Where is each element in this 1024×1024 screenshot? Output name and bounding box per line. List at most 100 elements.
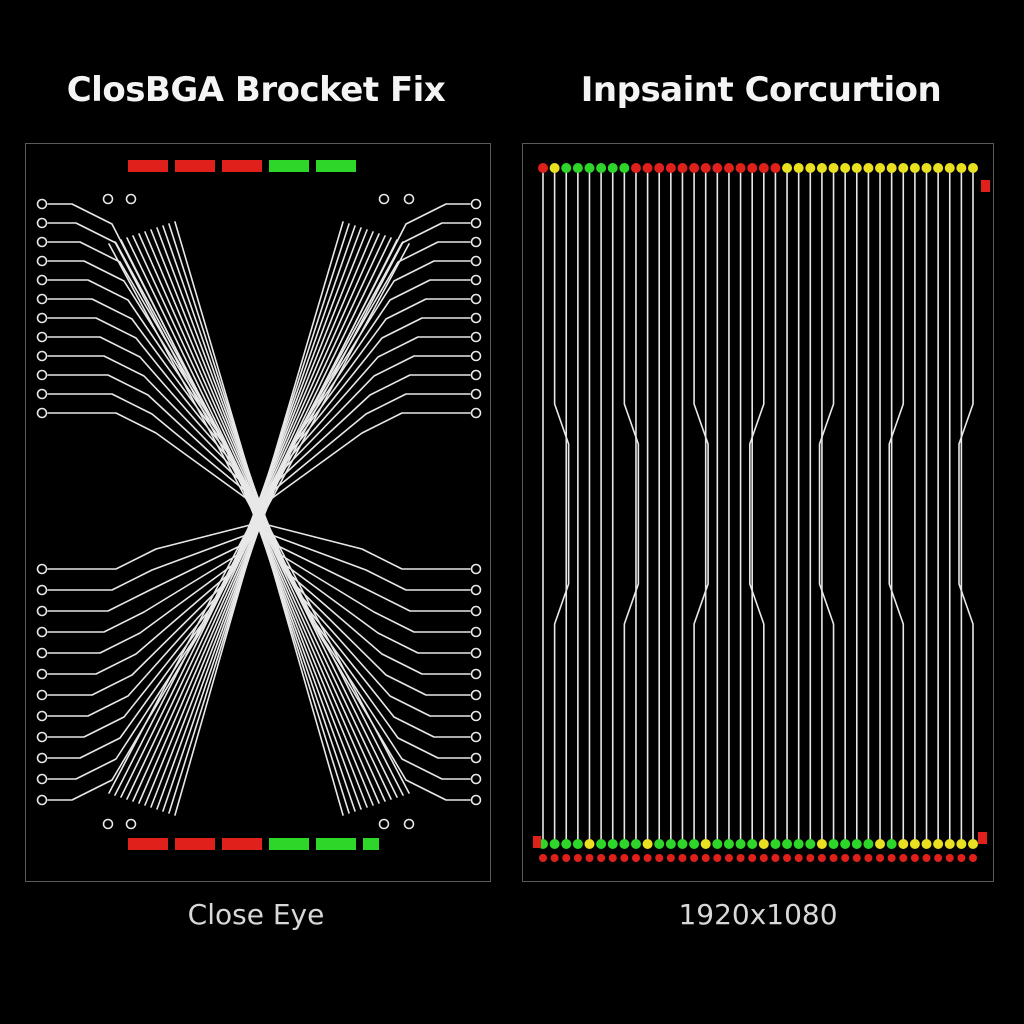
bottom-pad-red	[945, 854, 954, 862]
routing-trace	[126, 237, 471, 738]
top-pad	[851, 163, 862, 173]
bottom-pad	[921, 839, 932, 849]
bottom-pad-red	[771, 854, 780, 862]
status-bar-bottom	[128, 838, 168, 850]
top-pad	[944, 163, 955, 173]
bottom-pad-red	[736, 854, 745, 862]
bottom-pad-red	[817, 854, 826, 862]
routing-trace	[47, 227, 362, 633]
bga-pad	[36, 236, 48, 248]
top-pad	[596, 163, 607, 173]
bottom-pad	[607, 839, 618, 849]
bottom-pad-red	[701, 854, 710, 862]
routing-trace	[114, 241, 471, 780]
bottom-pad	[782, 839, 793, 849]
bottom-pad-red	[573, 854, 582, 862]
vertical-trace	[749, 170, 765, 844]
bga-pad	[470, 293, 482, 305]
top-pad	[909, 163, 920, 173]
bga-pad	[470, 794, 482, 806]
bottom-pad	[630, 839, 641, 849]
bga-pad	[36, 689, 48, 701]
top-pad	[677, 163, 688, 173]
bottom-pad	[689, 839, 700, 849]
bga-pad	[36, 274, 48, 286]
bottom-pad-red	[876, 854, 885, 862]
bottom-pad-red	[643, 854, 652, 862]
top-pad	[723, 163, 734, 173]
bottom-pad	[712, 839, 723, 849]
bottom-pad-red	[597, 854, 606, 862]
bottom-pad	[909, 839, 920, 849]
bottom-pad-red	[724, 854, 733, 862]
top-pad	[584, 163, 595, 173]
bottom-pad	[723, 839, 734, 849]
bottom-pad	[584, 839, 595, 849]
vertical-trace	[888, 170, 905, 844]
routing-trace	[174, 412, 471, 816]
via-pad	[378, 818, 390, 830]
bottom-pad	[665, 839, 676, 849]
via-pad	[102, 818, 114, 830]
bga-pad	[36, 350, 48, 362]
via-pad	[125, 193, 137, 205]
bga-pad	[470, 710, 482, 722]
top-marker	[981, 180, 990, 192]
bottom-pad	[875, 839, 886, 849]
bottom-pad	[758, 839, 769, 849]
top-pad	[642, 163, 653, 173]
routing-trace	[108, 203, 471, 794]
status-bar-top	[175, 160, 215, 172]
bga-pad	[470, 563, 482, 575]
bga-pad	[36, 563, 48, 575]
bga-pad	[36, 794, 48, 806]
routing-trace	[162, 225, 471, 612]
bottom-pad	[596, 839, 607, 849]
bottom-pad-red	[957, 854, 966, 862]
bga-pad	[36, 668, 48, 680]
bga-pad	[470, 689, 482, 701]
bottom-pad-red	[608, 854, 617, 862]
bottom-pad-red	[562, 854, 571, 862]
bottom-pad	[805, 839, 816, 849]
bga-pad	[470, 584, 482, 596]
status-bar-top	[316, 160, 356, 172]
bga-pad	[470, 274, 482, 286]
bottom-pad-red	[783, 854, 792, 862]
routing-trace	[150, 229, 471, 654]
bga-routing-diagram	[36, 160, 482, 850]
bottom-pad	[677, 839, 688, 849]
bottom-pad	[793, 839, 804, 849]
bga-pad	[470, 350, 482, 362]
bga-pad	[36, 217, 48, 229]
routing-trace	[132, 279, 471, 802]
routing-trace	[156, 227, 471, 633]
bga-pad	[470, 407, 482, 419]
bottom-pad-red	[969, 854, 977, 862]
bottom-pad	[956, 839, 967, 849]
top-pad	[968, 163, 978, 173]
routing-trace	[47, 355, 362, 810]
top-pad	[758, 163, 769, 173]
routing-trace	[138, 233, 471, 696]
bottom-pad	[898, 839, 909, 849]
bga-pad	[36, 198, 48, 210]
bottom-pad	[572, 839, 583, 849]
bga-pad	[470, 198, 482, 210]
top-pad	[538, 163, 548, 173]
bga-pad	[36, 388, 48, 400]
status-bar-top	[222, 160, 262, 172]
top-pad	[898, 163, 909, 173]
status-bar-top	[269, 160, 309, 172]
bga-pad	[36, 710, 48, 722]
routing-trace	[120, 241, 471, 798]
routing-trace	[132, 235, 471, 717]
bga-pad	[470, 331, 482, 343]
routing-trace	[47, 336, 368, 808]
routing-trace	[47, 229, 368, 654]
vertical-trace	[958, 170, 974, 844]
bga-pad	[36, 407, 48, 419]
bga-pad	[36, 584, 48, 596]
bottom-pad-red	[759, 854, 768, 862]
bottom-pad-red	[852, 854, 861, 862]
